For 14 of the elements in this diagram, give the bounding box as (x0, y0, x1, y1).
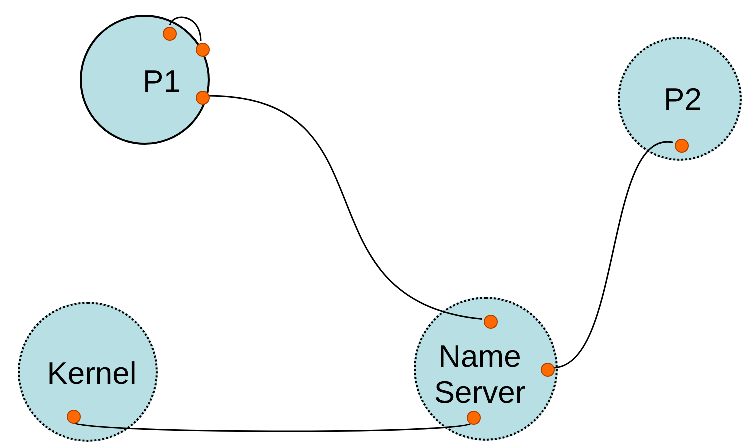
port-dot (67, 410, 81, 424)
node-label: Kernel (46, 356, 138, 392)
port-dot (675, 139, 689, 153)
port-dot (467, 411, 481, 425)
node-label: P2 (663, 82, 703, 118)
port-dot (541, 363, 555, 377)
node-label: P1 (142, 64, 182, 100)
port-dot (484, 315, 498, 329)
connector-line (208, 95, 482, 320)
port-dot (163, 27, 177, 41)
node-label: Name Server (433, 339, 527, 411)
port-dot (196, 91, 210, 105)
connector-line (552, 142, 674, 369)
port-dot (196, 43, 210, 57)
